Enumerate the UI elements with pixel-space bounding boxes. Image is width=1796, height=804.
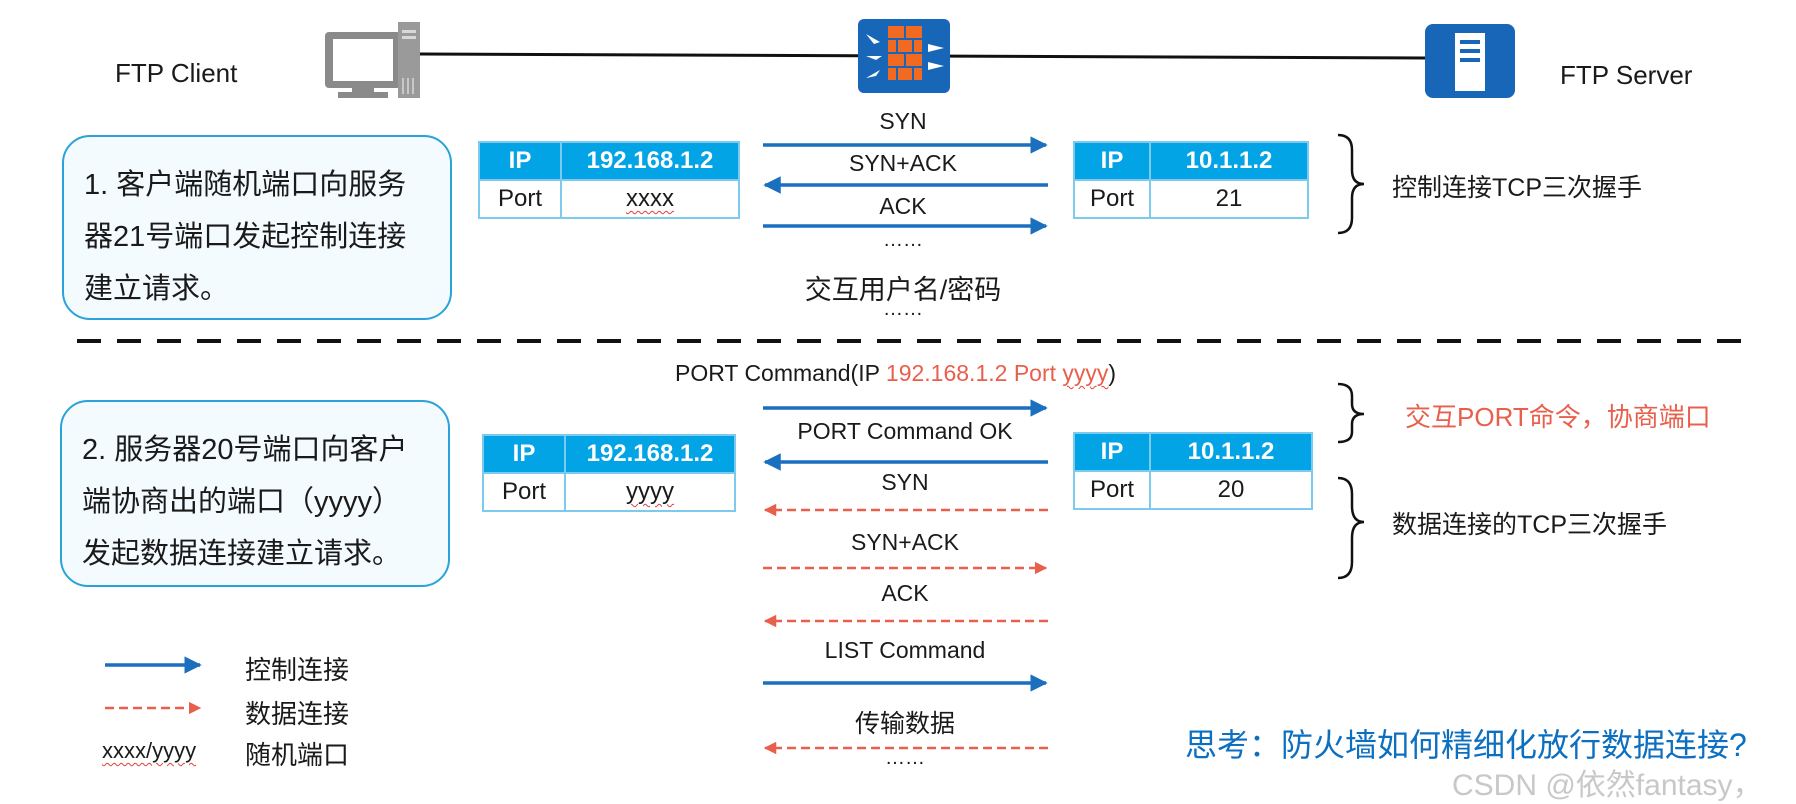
msg-dots-2: ……	[885, 747, 925, 769]
port-command-suffix: )	[1108, 360, 1117, 386]
client-label: FTP Client	[115, 58, 238, 88]
msg-ack-1: ACK	[879, 193, 927, 219]
brace-data-label: 数据连接的TCP三次握手	[1392, 511, 1668, 539]
msg-syn-2: SYN	[881, 469, 929, 495]
step2-server-address-table: IP 10.1.1.2 Port 20	[1073, 432, 1313, 510]
port-command-yyyy: yyyy	[1062, 360, 1109, 386]
firewall-icon	[858, 19, 950, 93]
step1-client-address-table: IP 192.168.1.2 Port xxxx	[478, 141, 740, 219]
ip-header: IP	[482, 434, 566, 474]
exchange-credentials-label: 交互用户名/密码	[804, 275, 1002, 305]
port-label: Port	[1073, 470, 1151, 510]
msg-transfer-data: 传输数据	[854, 710, 955, 738]
legend-data-label: 数据连接	[245, 699, 350, 729]
server-icon	[1425, 24, 1515, 98]
port-command-ip-port: 192.168.1.2 Port	[885, 360, 1063, 386]
legend-random-key: xxxx/yyyy	[102, 738, 197, 763]
ip-value: 192.168.1.2	[564, 434, 736, 474]
legend-control-label: 控制连接	[245, 655, 350, 685]
ip-header: IP	[1073, 141, 1151, 181]
ip-value: 192.168.1.2	[560, 141, 740, 181]
msg-list-command: LIST Command	[824, 637, 986, 663]
computer-icon	[325, 22, 420, 98]
msg-ack-2: ACK	[881, 580, 929, 606]
ip-value: 10.1.1.2	[1149, 432, 1313, 472]
question-text: 思考：防火墙如何精细化放行数据连接?	[1185, 727, 1747, 763]
brace-port-label: 交互PORT命令，协商端口	[1405, 402, 1711, 432]
legend-random-label: 随机端口	[245, 740, 350, 770]
step2-client-address-table: IP 192.168.1.2 Port yyyy	[482, 434, 736, 512]
port-label: Port	[478, 179, 562, 219]
port-value: yyyy	[564, 472, 736, 512]
brace-data	[1337, 476, 1365, 580]
msg-syn-1: SYN	[879, 108, 927, 134]
server-label: FTP Server	[1560, 60, 1693, 90]
step1-server-address-table: IP 10.1.1.2 Port 21	[1073, 141, 1309, 219]
ip-header: IP	[478, 141, 562, 181]
msg-port-ok: PORT Command OK	[797, 418, 1013, 444]
port-label: Port	[482, 472, 566, 512]
step2-description: 2. 服务器20号端口向客户端协商出的端口（yyyy）发起数据连接建立请求。	[60, 400, 450, 587]
msg-dots-exchange: ……	[883, 298, 923, 320]
brace-control	[1337, 133, 1365, 235]
step1-description: 1. 客户端随机端口向服务器21号端口发起控制连接建立请求。	[62, 135, 452, 320]
watermark: CSDN @依然fantasy，	[1452, 769, 1763, 802]
msg-dots-1: ……	[883, 229, 923, 251]
port-value: xxxx	[560, 179, 740, 219]
brace-port	[1337, 382, 1365, 444]
ip-value: 10.1.1.2	[1149, 141, 1309, 181]
brace-control-label: 控制连接TCP三次握手	[1392, 174, 1643, 202]
port-command-prefix: PORT Command(IP	[675, 360, 886, 386]
msg-synack-2: SYN+ACK	[850, 529, 959, 555]
msg-synack-1: SYN+ACK	[848, 150, 957, 176]
port-value: 20	[1149, 470, 1313, 510]
port-command-label: PORT Command(IP 192.168.1.2 Port yyyy)	[675, 360, 1116, 387]
ip-header: IP	[1073, 432, 1151, 472]
port-label: Port	[1073, 179, 1151, 219]
port-value: 21	[1149, 179, 1309, 219]
